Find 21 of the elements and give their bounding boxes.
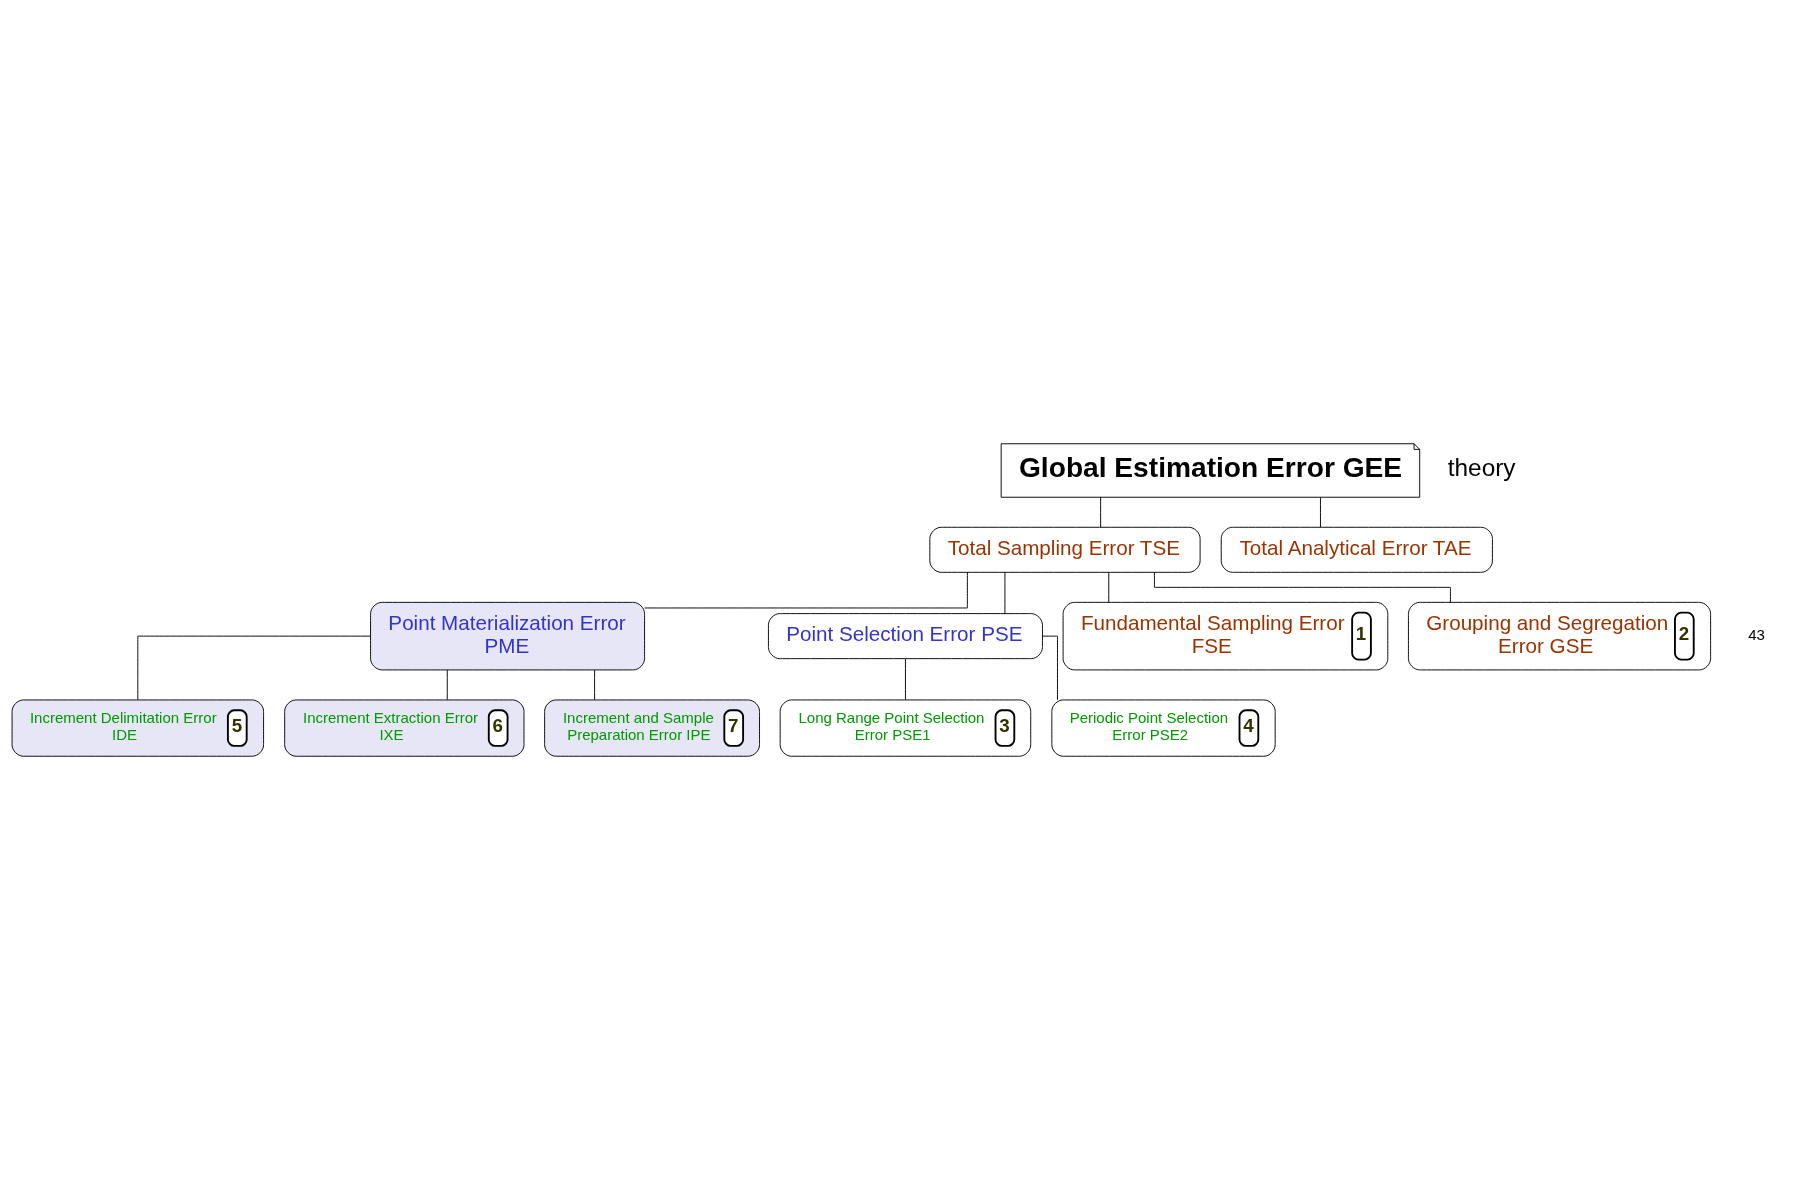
node-box: Fundamental Sampling Error FSE 1 (1062, 601, 1389, 670)
node-box: Total Sampling Error TSE (929, 526, 1201, 573)
node-box: Increment Delimitation Error IDE 5 (11, 698, 265, 757)
connector (1042, 635, 1058, 700)
connector (644, 571, 968, 608)
connector (1320, 496, 1321, 528)
node-box: Total Analytical Error TAE (1220, 526, 1493, 573)
connector (1004, 571, 1006, 614)
node-box: Long Range Point Selection Error PSE1 3 (779, 698, 1032, 757)
node-box: Increment Extraction Error IXE 6 (284, 698, 525, 757)
connector (905, 657, 906, 700)
connector (1108, 571, 1110, 603)
label: 43 (1748, 625, 1765, 643)
connector (1153, 571, 1451, 603)
connector (594, 669, 596, 700)
node-box: Point Materialization Error PME (370, 601, 646, 670)
label: theory (1447, 453, 1516, 481)
connector (1100, 496, 1102, 528)
node-box: Point Selection Error PSE (767, 612, 1043, 659)
connector (137, 635, 371, 700)
connector (446, 669, 448, 700)
